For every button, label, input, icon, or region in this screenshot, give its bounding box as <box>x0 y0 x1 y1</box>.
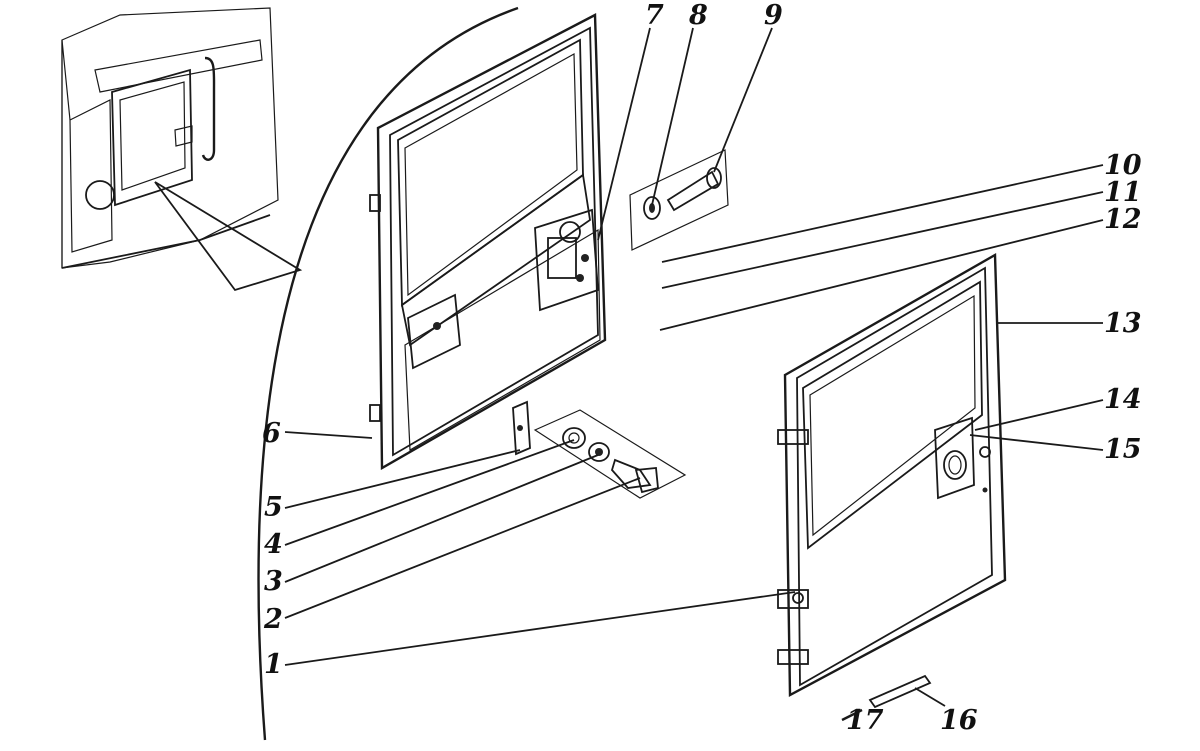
leader-lines <box>284 27 1104 707</box>
callout-6: 6 <box>262 418 281 449</box>
callout-11: 11 <box>1104 177 1142 208</box>
callout-13: 13 <box>1104 308 1142 339</box>
callout-14: 14 <box>1104 384 1142 415</box>
callout-1: 1 <box>264 649 283 680</box>
callout-8: 8 <box>688 0 708 31</box>
callout-16: 16 <box>940 705 978 736</box>
callout-17: 17 <box>846 705 884 736</box>
inner-door-frame <box>369 13 607 471</box>
detail-arc <box>257 6 519 741</box>
callout-15: 15 <box>1104 434 1142 465</box>
cab-overview-inset <box>61 7 279 269</box>
callout-10: 10 <box>1104 150 1142 181</box>
inset-leader-wedge <box>154 181 303 292</box>
callout-5: 5 <box>264 492 283 523</box>
callout-labels: 1 2 3 4 5 6 7 8 9 10 11 12 13 14 15 16 1… <box>262 0 1142 736</box>
callout-7: 7 <box>645 0 664 31</box>
outer-door-panel <box>777 252 1007 722</box>
callout-4: 4 <box>264 529 283 560</box>
fastener-group-upper <box>629 149 729 251</box>
fastener-group-lower <box>512 400 687 499</box>
callout-2: 2 <box>263 604 283 635</box>
callout-12: 12 <box>1104 204 1142 235</box>
callout-3: 3 <box>264 566 283 597</box>
callout-9: 9 <box>764 0 783 31</box>
